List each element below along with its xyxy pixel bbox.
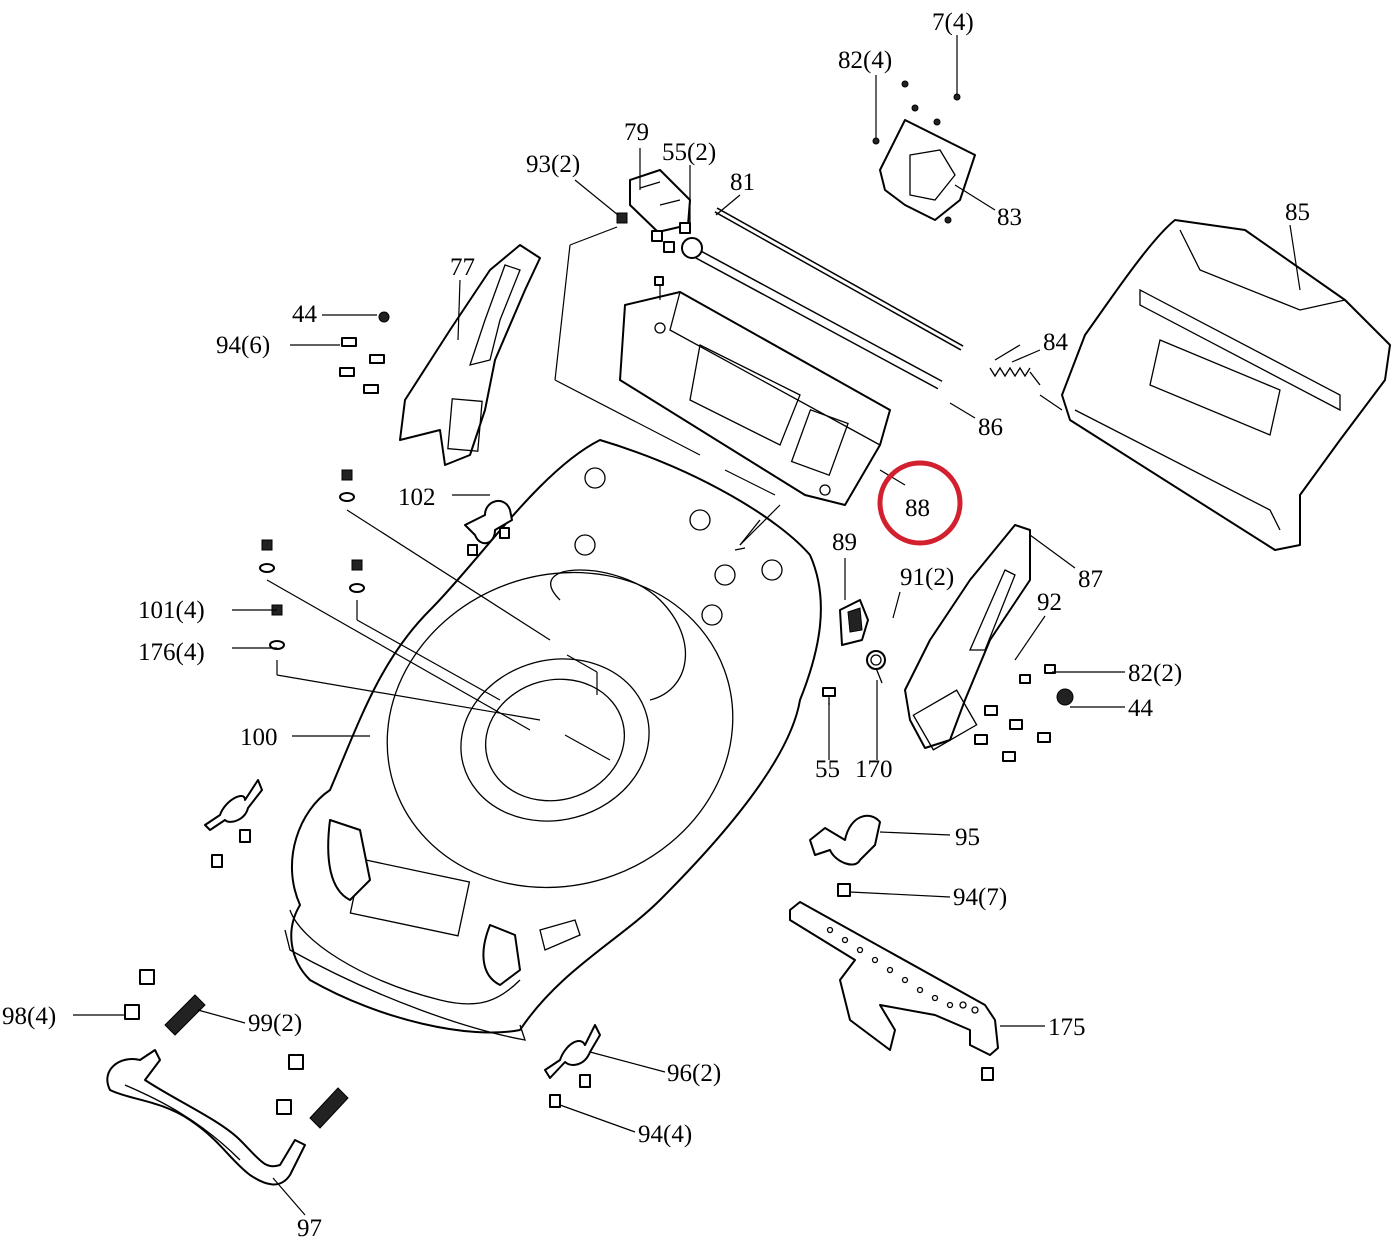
bracket-part-96 [204,779,601,1108]
rod-part-86 [681,237,943,390]
callout-79: 79 [624,119,649,146]
knobs-part-99 [124,969,349,1129]
callout-82-top: 82(4) [838,47,892,74]
callout-100: 100 [240,724,278,751]
deck-part-100 [284,439,822,1041]
callout-95: 95 [955,824,980,851]
callout-86: 86 [978,414,1003,441]
callout-84: 84 [1043,329,1069,356]
spring-part-170 [866,650,886,684]
plate-holes [826,926,979,1014]
rod-part-81 [714,207,964,351]
plate-part-77 [378,244,541,466]
callout-89: 89 [832,529,857,556]
callout-82-right: 82(2) [1128,660,1182,687]
leader-lines [73,35,1301,1216]
screws-part-55a [616,212,691,286]
callout-87: 87 [1078,566,1103,593]
callout-101: 101(4) [138,597,205,624]
switch-part-89 [839,599,869,646]
plate-part-87 [904,524,1074,751]
callout-labels: 7(4) 82(4) 79 55(2) 93(2) 81 83 85 77 44… [2,9,1310,1242]
fasteners-part-101 [259,469,365,650]
callout-99: 99(2) [248,1010,302,1037]
handle-part-97 [106,1049,306,1186]
bracket-part-83 [872,80,976,224]
highlight-circle [877,460,963,546]
callout-55-top: 55(2) [662,139,716,166]
callout-81: 81 [730,169,755,196]
callout-98: 98(4) [2,1003,56,1030]
callout-93: 93(2) [526,151,580,178]
bracket-part-102 [464,500,513,556]
callout-88: 88 [905,495,930,522]
callout-170: 170 [855,756,893,783]
callout-97: 97 [297,1215,322,1242]
callout-77: 77 [450,254,475,281]
callout-83: 83 [997,204,1022,231]
callout-85: 85 [1285,199,1310,226]
callout-92: 92 [1037,589,1062,616]
callout-176: 176(4) [138,639,205,666]
callout-94-right: 94(7) [953,884,1007,911]
pin-part-55 [822,687,836,705]
callout-7: 7(4) [932,9,974,36]
callout-44-left: 44 [292,301,318,328]
callout-91: 91(2) [900,564,954,591]
plate-part-175 [789,901,999,1081]
callout-175: 175 [1048,1014,1086,1041]
callout-94-left: 94(6) [216,332,270,359]
bracket-part-95 [809,814,881,897]
screws-part-94a [339,337,385,394]
callout-96: 96(2) [667,1060,721,1087]
spring-part-84 [989,344,1041,386]
assembly-guide-lines [266,226,1063,761]
callout-44-right: 44 [1128,695,1154,722]
callout-94-bottom: 94(4) [638,1121,692,1148]
housing-part-88 [619,291,891,506]
callout-55-bottom: 55 [815,756,840,783]
callout-102: 102 [398,484,436,511]
screws-right [974,664,1056,762]
lid-part-85 [1061,219,1391,551]
